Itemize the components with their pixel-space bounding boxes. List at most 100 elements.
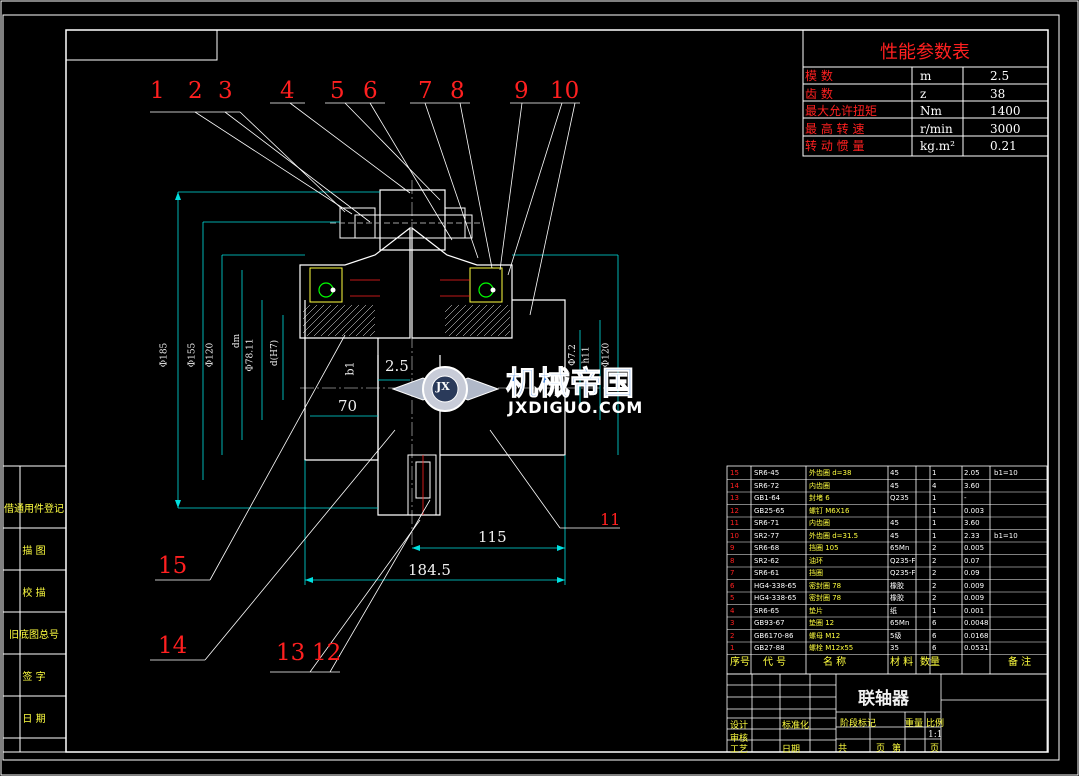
tb-review: 审核 xyxy=(730,734,749,744)
part-material: 45 xyxy=(890,519,899,527)
dim-184-5: 184.5 xyxy=(408,561,451,579)
part-qty: 1 xyxy=(932,519,937,527)
part-name: 内齿圈 xyxy=(809,481,830,490)
part-no: 9 xyxy=(730,544,735,552)
tb-no: 第 xyxy=(892,744,902,754)
part-material: 纸 xyxy=(890,606,897,615)
part-qty: 6 xyxy=(932,619,937,627)
part-name: 垫圈 12 xyxy=(809,619,835,627)
side-panel xyxy=(2,465,67,753)
drawing-title: 联轴器 xyxy=(858,689,909,709)
part-no: 14 xyxy=(730,481,739,490)
part-qty: 1 xyxy=(932,469,937,477)
perf-value: 2.5 xyxy=(990,69,1010,83)
part-code: SR6-68 xyxy=(754,544,780,552)
perf-symbol: r/min xyxy=(920,121,953,136)
part-material: 45 xyxy=(890,481,899,490)
part-code: SR6-61 xyxy=(754,569,780,577)
dim-b1: b1 xyxy=(343,361,357,376)
perf-name: 模 数 xyxy=(805,69,833,83)
part-code: SR6-72 xyxy=(754,481,780,490)
dim-70: 70 xyxy=(338,397,358,415)
part-name: 螺钉 M6X16 xyxy=(809,506,850,515)
perf-symbol: z xyxy=(920,86,927,101)
dim-phi155: Φ155 xyxy=(187,342,198,368)
part-name: 密封圈 78 xyxy=(809,581,842,590)
part-note: b1=10 xyxy=(994,531,1018,540)
balloon-5: 5 xyxy=(330,78,345,104)
part-name: 挡圈 xyxy=(809,569,823,577)
part-material: 65Mn xyxy=(890,544,910,552)
tb-scale: 比例 xyxy=(926,719,945,729)
part-weight: 3.60 xyxy=(964,519,980,527)
part-no: 6 xyxy=(730,581,735,590)
part-code: GB6170-86 xyxy=(754,631,794,640)
part-material: Q235-F xyxy=(890,556,916,565)
part-weight: 0.07 xyxy=(964,556,980,565)
part-qty: 1 xyxy=(932,494,937,502)
perf-symbol: m xyxy=(920,69,932,83)
part-qty: 4 xyxy=(932,481,937,490)
part-qty: 2 xyxy=(932,556,937,565)
side-label-date: 日 期 xyxy=(22,714,46,725)
balloon-11: 11 xyxy=(600,510,621,529)
part-code: GB27-88 xyxy=(754,644,785,652)
part-code: SR2-62 xyxy=(754,556,780,565)
part-material: 45 xyxy=(890,469,899,477)
balloon-2: 2 xyxy=(188,78,203,104)
part-name: 内齿圈 xyxy=(809,519,830,527)
part-no: 8 xyxy=(730,556,735,565)
part-weight: 0.0168 xyxy=(964,631,989,640)
part-qty: 2 xyxy=(932,581,937,590)
balloon-4: 4 xyxy=(280,78,295,104)
perf-name: 最大允许扭矩 xyxy=(805,104,878,118)
part-name: 外齿圈 d=38 xyxy=(809,469,852,477)
balloon-7: 7 xyxy=(418,78,433,104)
part-name: 密封圈 78 xyxy=(809,594,842,602)
part-code: HG4-338-65 xyxy=(754,594,797,602)
part-weight: 0.009 xyxy=(964,594,985,602)
part-name: 油环 xyxy=(809,556,823,565)
part-weight: 3.60 xyxy=(964,481,980,490)
part-no: 12 xyxy=(730,506,739,515)
part-qty: 6 xyxy=(932,644,937,652)
part-no: 10 xyxy=(730,531,739,540)
part-weight: 0.09 xyxy=(964,569,980,577)
balloon-10: 10 xyxy=(550,78,580,104)
part-qty: 1 xyxy=(932,506,937,515)
tb-process: 工艺 xyxy=(730,745,749,755)
parts-table-row: 14 SR6-72 内齿圈 45 4 3.60 xyxy=(728,480,1046,492)
part-material: 5级 xyxy=(890,631,902,640)
part-material: 35 xyxy=(890,644,899,652)
part-qty: 6 xyxy=(932,631,937,640)
balloon-3: 3 xyxy=(218,78,233,104)
balloon-8: 8 xyxy=(450,78,465,104)
parts-table-header: 序号 代 号 名 称 材 料 数量 备 注 xyxy=(728,655,1046,670)
coupling-section-view xyxy=(150,102,620,673)
parts-table-row: 8 SR2-62 油环 Q235-F 2 0.07 xyxy=(728,555,1046,567)
part-code: SR6-45 xyxy=(754,469,780,477)
part-qty: 2 xyxy=(932,544,937,552)
balloon-12: 12 xyxy=(312,640,342,666)
part-material: 橡胶 xyxy=(890,581,904,590)
part-code: SR6-71 xyxy=(754,519,780,527)
part-weight: 0.0531 xyxy=(964,644,989,652)
balloon-9: 9 xyxy=(514,78,529,104)
header-qty: 数量 xyxy=(920,657,940,668)
dim-phi120: Φ120 xyxy=(205,342,216,368)
part-code: GB1-64 xyxy=(754,494,781,502)
dim-phi185: Φ185 xyxy=(159,342,170,368)
header-no: 序号 xyxy=(730,657,750,668)
performance-table xyxy=(802,29,1049,157)
